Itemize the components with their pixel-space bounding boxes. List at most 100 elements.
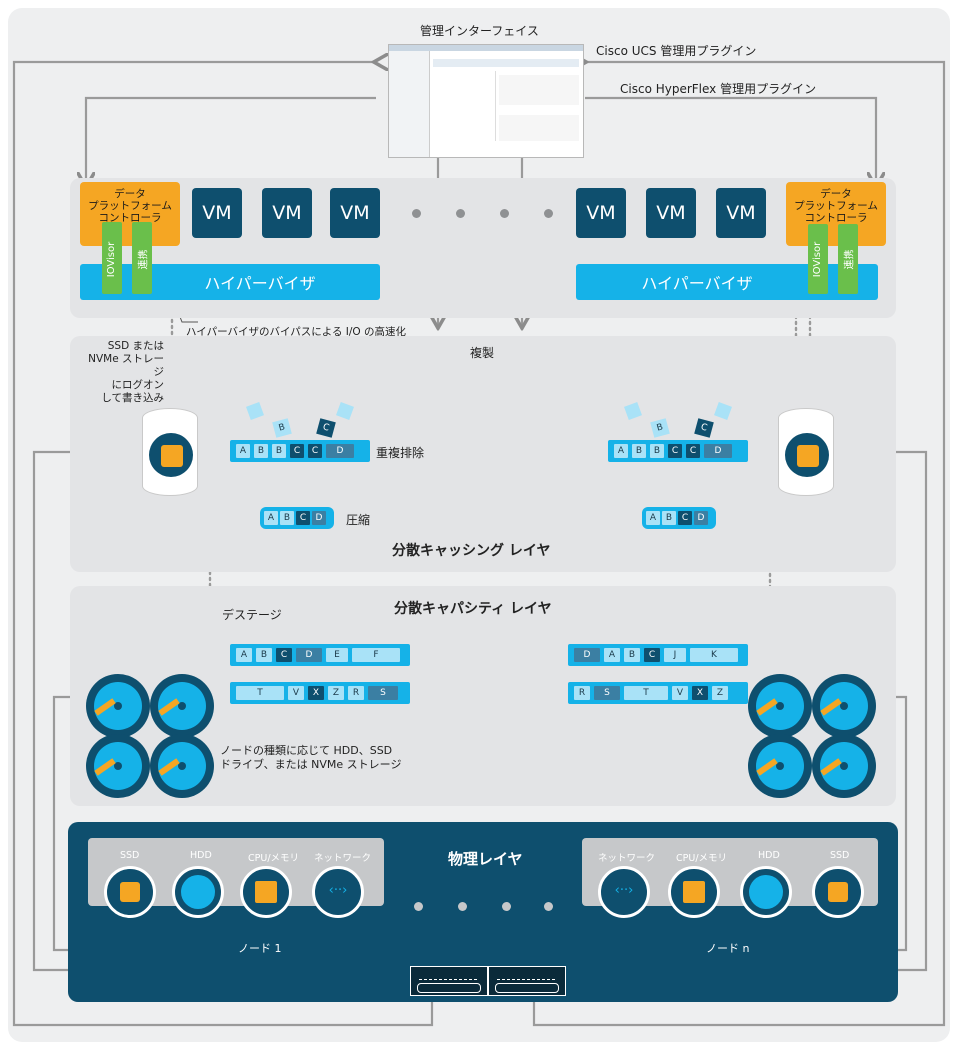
cap-left-row1: A B C D E F xyxy=(230,644,410,666)
hdd-disk-icon xyxy=(86,734,150,798)
physical-layer-title: 物理レイヤ xyxy=(448,850,523,868)
network-switch-icon xyxy=(410,966,488,996)
dpc-left: データ プラットフォーム コントローラ xyxy=(80,182,180,246)
compress-cell: C xyxy=(678,511,692,525)
ucs-plugin-label: Cisco UCS 管理用プラグイン xyxy=(596,44,757,58)
iovisor-left-front-label: IOVisor xyxy=(106,241,118,277)
ellipsis-dot xyxy=(456,209,465,218)
cap-cell: C xyxy=(644,648,660,662)
cap-cell: D xyxy=(574,648,600,662)
cache-ssd-right xyxy=(778,408,834,496)
cap-cell: C xyxy=(276,648,292,662)
cap-cell: K xyxy=(690,648,738,662)
bypass-label: ハイパーバイザのバイパスによる I/O の高速化 xyxy=(186,326,407,338)
hdd-disk-icon xyxy=(150,734,214,798)
hdd-disk-icon xyxy=(150,674,214,738)
dedup-label: 重複排除 xyxy=(376,446,425,460)
cap-right-row2: R S T V X Z xyxy=(568,682,748,704)
ellipsis-dot xyxy=(544,902,553,911)
ssd-log-label: SSD または NVMe ストレージ にログオン して書き込み xyxy=(88,340,164,404)
ellipsis-dot xyxy=(544,209,553,218)
network-icon: ‹··› xyxy=(312,866,364,918)
noden-hdd-label: HDD xyxy=(758,850,780,861)
ssd-chip-icon xyxy=(785,433,829,477)
dedup-cell: C xyxy=(668,444,682,458)
compress-cell: A xyxy=(264,511,278,525)
cap-cell: T xyxy=(236,686,284,700)
renkei-right: 連携 xyxy=(838,224,858,294)
hdd-disk-icon xyxy=(812,734,876,798)
node1-ssd-label: SSD xyxy=(120,850,140,861)
node1-network-label: ネットワーク xyxy=(314,853,372,864)
dedup-bar-left: A B B C C D xyxy=(230,440,370,462)
cache-ssd-left xyxy=(142,408,198,496)
vm-right-2: VM xyxy=(646,188,696,238)
node-1-label: ノード 1 xyxy=(238,942,282,955)
cap-cell: F xyxy=(352,648,400,662)
ellipsis-dot xyxy=(500,209,509,218)
dedup-cell: C xyxy=(308,444,322,458)
replication-label: 複製 xyxy=(470,346,495,360)
hypervisor-right: ハイパーバイザ xyxy=(576,264,878,300)
dpc-left-label: データ プラットフォーム コントローラ xyxy=(88,188,172,224)
cap-cell: S xyxy=(368,686,398,700)
compress-cell: B xyxy=(662,511,676,525)
destage-label: デステージ xyxy=(222,608,282,622)
dpc-right: データ プラットフォーム コントローラ xyxy=(786,182,886,246)
ssd-icon xyxy=(812,866,864,918)
compress-cell: D xyxy=(312,511,326,525)
cap-cell: X xyxy=(692,686,708,700)
noden-ssd-label: SSD xyxy=(830,850,850,861)
renkei-left-front-label: 連携 xyxy=(138,249,150,269)
cap-cell: X xyxy=(308,686,324,700)
vm-left-3: VM xyxy=(330,188,380,238)
iovisor-right-label: IOVisor xyxy=(812,241,824,277)
drive-note: ノードの種類に応じて HDD、SSD ドライブ、または NVMe ストレージ xyxy=(220,744,402,771)
cap-cell: R xyxy=(574,686,590,700)
vm-right-3: VM xyxy=(716,188,766,238)
iovisor-left-front: IOVisor xyxy=(102,224,122,294)
vm-right-1: VM xyxy=(576,188,626,238)
hdd-disk-icon xyxy=(748,734,812,798)
cpu-icon xyxy=(240,866,292,918)
noden-cpu-label: CPU/メモリ xyxy=(676,853,728,864)
hx-plugin-label: Cisco HyperFlex 管理用プラグイン xyxy=(620,82,817,96)
dedup-cell: D xyxy=(704,444,732,458)
cap-cell: Z xyxy=(328,686,344,700)
cap-cell: T xyxy=(624,686,668,700)
cap-cell: V xyxy=(672,686,688,700)
hdd-disk-icon xyxy=(748,674,812,738)
compress-label: 圧縮 xyxy=(346,513,371,527)
dedup-cell: B xyxy=(632,444,646,458)
renkei-left-front: 連携 xyxy=(132,224,152,294)
renkei-right-label: 連携 xyxy=(844,249,856,269)
ellipsis-dot xyxy=(414,902,423,911)
hypervisor-left: ハイパーバイザ xyxy=(80,264,380,300)
cap-cell: B xyxy=(624,648,640,662)
cap-cell: S xyxy=(594,686,620,700)
ssd-icon xyxy=(104,866,156,918)
caching-layer-title: 分散キャッシング レイヤ xyxy=(392,543,551,559)
ellipsis-dot xyxy=(502,902,511,911)
cap-cell: B xyxy=(256,648,272,662)
hdd-disk-icon xyxy=(86,674,150,738)
compress-cell: D xyxy=(694,511,708,525)
compress-bar-left: A B C D xyxy=(260,507,334,529)
cpu-icon xyxy=(668,866,720,918)
dedup-cell: A xyxy=(614,444,628,458)
ellipsis-dot xyxy=(412,209,421,218)
cap-cell: V xyxy=(288,686,304,700)
capacity-layer-title: 分散キャパシティ レイヤ xyxy=(394,601,552,617)
mgmt-interface-screenshot xyxy=(388,44,584,158)
hdd-disk-icon xyxy=(812,674,876,738)
node1-cpu-label: CPU/メモリ xyxy=(248,853,300,864)
node1-hdd-label: HDD xyxy=(190,850,212,861)
network-switch-icon xyxy=(488,966,566,996)
compress-bar-right: A B C D xyxy=(642,507,716,529)
cap-cell: D xyxy=(296,648,322,662)
dpc-right-label: データ プラットフォーム コントローラ xyxy=(794,188,878,224)
node-n-label: ノード n xyxy=(706,942,750,955)
dedup-cell: B xyxy=(254,444,268,458)
ellipsis-dot xyxy=(458,902,467,911)
cap-left-row2: T V X Z R S xyxy=(230,682,410,704)
